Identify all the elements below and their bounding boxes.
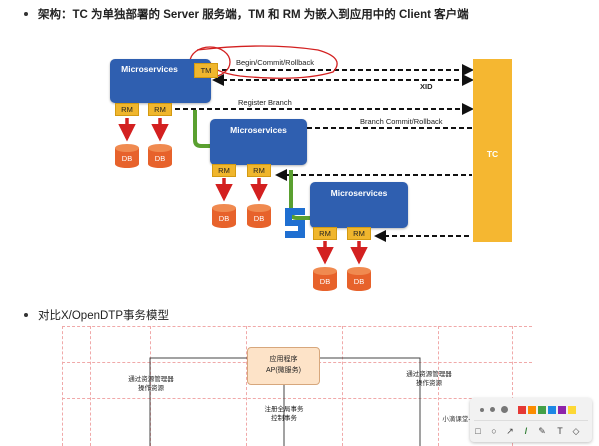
microservices-label: Microservices (121, 64, 178, 74)
heading-row-1: 架构：TC 为单独部署的 Server 服务端，TM 和 RM 为嵌入到应用中的… (24, 6, 469, 22)
watermark-logo-icon (285, 208, 305, 238)
ap-label-line1: 应用程序 (269, 356, 298, 363)
tm-chip: TM (194, 63, 218, 78)
arrow-icon[interactable]: ↗ (506, 426, 514, 436)
db-cylinder: DB (212, 204, 236, 230)
color-swatch-orange[interactable] (528, 406, 536, 414)
heading-row-2: 对比X/OpenDTP事务模型 (24, 307, 169, 323)
highlighter-icon[interactable]: ✎ (538, 426, 546, 436)
db-cylinder: DB (313, 267, 337, 293)
rm-chip: RM (313, 227, 337, 240)
register-global-text: 注册全局事务控制事务 (264, 406, 304, 422)
tc-box: TC (473, 59, 512, 242)
branch-commit-label: Branch Commit/Rollback (360, 117, 443, 126)
left-resource-text: 通过资源管理器操作资源 (128, 376, 174, 392)
annotation-circle-begin (196, 45, 338, 79)
dtp-connectors (149, 357, 421, 446)
bullet (24, 12, 28, 16)
bullet (24, 313, 28, 317)
rm-chip: RM (347, 227, 371, 240)
ap-box: 应用程序 AP(微服务) (247, 347, 320, 385)
begin-commit-label: Begin/Commit/Rollback (236, 58, 314, 67)
color-swatch-blue[interactable] (548, 406, 556, 414)
slide-heading-architecture: 架构：TC 为单独部署的 Server 服务端，TM 和 RM 为嵌入到应用中的… (38, 9, 469, 21)
db-cylinder: DB (115, 144, 139, 170)
microservices-box-2: Microservices (210, 119, 307, 165)
text-icon[interactable]: T (557, 426, 563, 436)
architecture-connectors (118, 45, 474, 265)
color-swatch-red[interactable] (518, 406, 526, 414)
microservices-box-3: Microservices (310, 182, 408, 228)
size-dot-large[interactable] (501, 406, 508, 413)
pen-icon[interactable]: / (524, 426, 528, 436)
size-dot-medium[interactable] (490, 407, 495, 412)
db-cylinder: DB (347, 267, 371, 293)
register-branch-label: Register Branch (238, 98, 292, 107)
right-resource-text: 通过资源管理器操作资源 (406, 371, 452, 387)
rm-chip: RM (247, 164, 271, 177)
db-cylinder: DB (148, 144, 172, 170)
slide-heading-dtp: 对比X/OpenDTP事务模型 (38, 310, 169, 322)
eraser-icon[interactable]: ◇ (572, 426, 580, 436)
xid-label: XID (420, 82, 433, 91)
color-swatch-yellow[interactable] (568, 406, 576, 414)
microservices-label: Microservices (230, 125, 287, 135)
rm-chip: RM (212, 164, 236, 177)
rm-chip: RM (115, 103, 139, 116)
db-cylinder: DB (247, 204, 271, 230)
microservices-label: Microservices (330, 188, 388, 198)
size-dot-small[interactable] (480, 408, 484, 412)
color-swatch-purple[interactable] (558, 406, 566, 414)
circle-icon[interactable]: ○ (491, 426, 497, 436)
square-icon[interactable]: □ (475, 426, 481, 436)
ap-label-line2: AP(微服务) (266, 367, 301, 374)
ms1-ms2-link (193, 110, 210, 148)
rm-chip: RM (148, 103, 172, 116)
color-swatch-green[interactable] (538, 406, 546, 414)
annotation-toolbar: □ ○ ↗ / ✎ T ◇ (470, 398, 592, 442)
